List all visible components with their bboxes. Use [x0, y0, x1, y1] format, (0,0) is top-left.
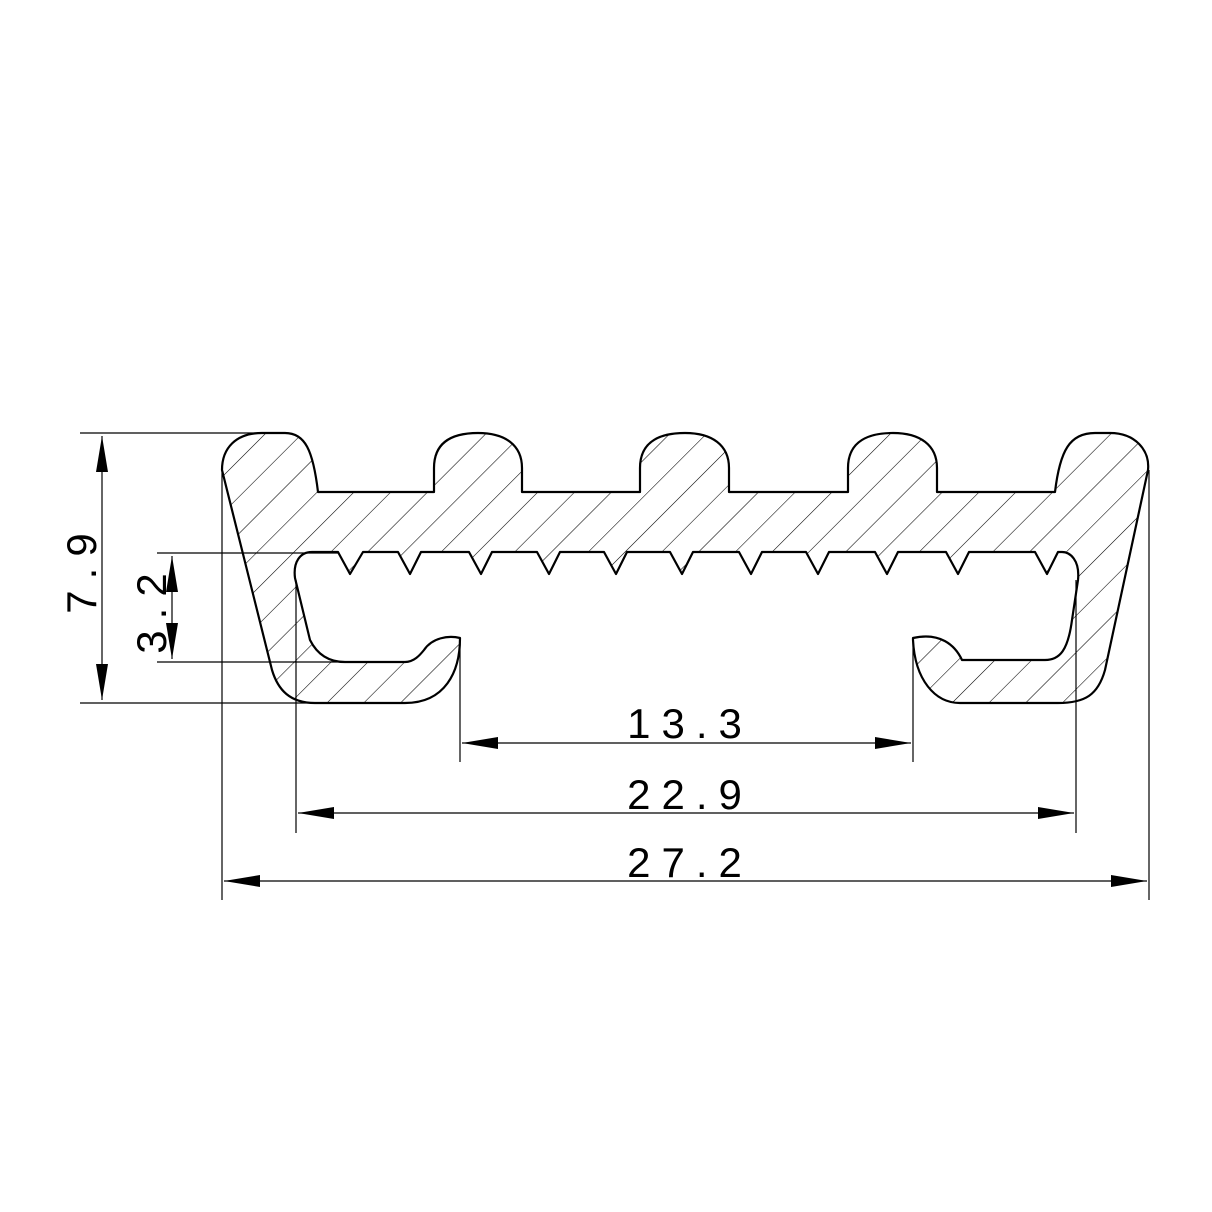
- profile-section: [220, 431, 1150, 705]
- dim-label-opening-width: 13.3: [627, 700, 753, 747]
- dimension-labels: 13.3 22.9 27.2 7.9 3.2: [58, 522, 753, 886]
- dimension-lines: [96, 436, 1147, 887]
- dim-label-lip-height: 3.2: [128, 562, 175, 653]
- dim-label-overall-height: 7.9: [58, 522, 105, 613]
- profile-outline: [220, 431, 1150, 705]
- dim-label-inner-width: 22.9: [627, 771, 753, 818]
- dim-label-overall-width: 27.2: [627, 839, 753, 886]
- extension-lines: [80, 432, 1150, 900]
